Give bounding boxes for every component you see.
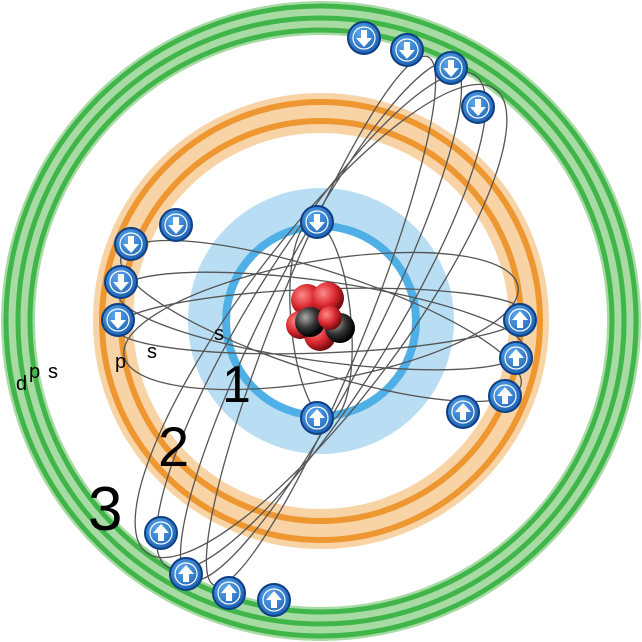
arrow-down-icon	[168, 217, 184, 234]
electron-shell2-2	[114, 227, 148, 261]
shell-1-subshell-s: s	[214, 323, 224, 345]
shell-3-subshell-d: d	[16, 373, 27, 395]
electron-shell3-7	[212, 576, 246, 610]
electron-shell2-4	[101, 303, 135, 337]
arrow-down-icon	[110, 312, 126, 329]
shell-number-1: 1	[222, 356, 251, 414]
electrons	[101, 21, 537, 617]
arrow-down-icon	[113, 274, 129, 291]
electron-shell2-5	[503, 303, 537, 337]
electron-shell1-1	[300, 205, 334, 239]
electron-shell2-3	[104, 265, 138, 299]
shell-number-2: 2	[158, 415, 189, 478]
electron-shell3-3	[434, 51, 468, 85]
nucleus	[286, 282, 355, 351]
electron-shell3-8	[257, 583, 291, 617]
shell-number-3: 3	[88, 475, 122, 544]
electron-shell2-8	[446, 395, 480, 429]
arrow-up-icon	[512, 311, 528, 328]
arrow-down-icon	[443, 60, 459, 77]
electron-shell3-1	[347, 21, 381, 55]
arrow-up-icon	[508, 349, 524, 366]
electron-shell3-4	[461, 90, 495, 124]
shell-2-subshell-p: p	[115, 351, 126, 373]
shell-2-subshell-s: s	[147, 341, 157, 363]
arrow-down-icon	[309, 214, 325, 231]
electron-shell1-2	[300, 401, 334, 435]
electron-shell3-5	[144, 516, 178, 550]
arrow-up-icon	[455, 403, 471, 420]
electron-shell3-2	[390, 33, 424, 67]
arrow-down-icon	[123, 236, 139, 253]
shell-labels: 1 2 3 s p s d p s	[16, 323, 251, 544]
arrow-up-icon	[309, 409, 325, 426]
proton	[318, 306, 342, 330]
arrow-up-icon	[178, 565, 194, 582]
neutron	[295, 307, 325, 337]
shell-3-subshell-s: s	[48, 361, 58, 383]
shell-3-subshell-p: p	[29, 361, 40, 383]
electron-shell2-7	[488, 379, 522, 413]
electron-shell2-1	[159, 208, 193, 242]
arrow-up-icon	[153, 524, 169, 541]
arrow-up-icon	[266, 591, 282, 608]
proton	[312, 282, 344, 314]
arrow-up-icon	[221, 584, 237, 601]
arrow-down-icon	[470, 99, 486, 116]
arrow-down-icon	[356, 30, 372, 47]
arrow-up-icon	[497, 387, 513, 404]
electron-shell2-6	[499, 341, 533, 375]
arrow-down-icon	[399, 42, 415, 59]
electron-shell3-6	[169, 557, 203, 591]
